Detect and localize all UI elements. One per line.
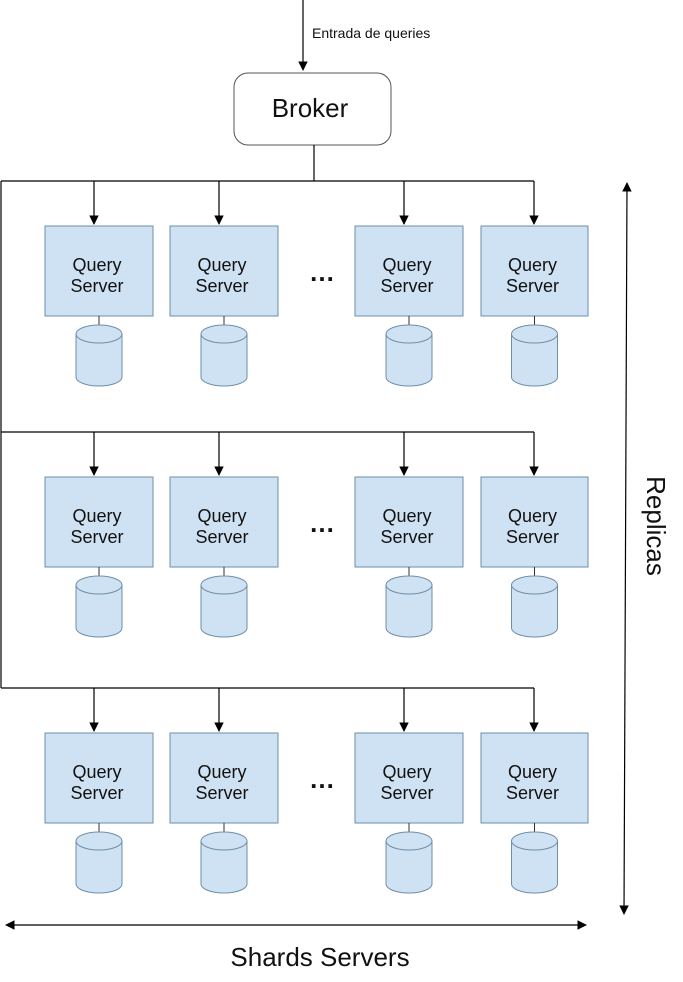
server-label: Server [195,276,248,296]
database-icon [385,575,433,638]
server-label: Server [380,276,433,296]
server-label: Server [506,783,559,803]
server-label: Server [195,527,248,547]
server-label: Query [72,506,121,526]
server-label: Query [382,762,431,782]
server-label: Server [195,783,248,803]
database-icon [385,831,433,894]
input-label: Entrada de queries [312,25,430,41]
replica-row: QueryServerQueryServerQueryServerQuerySe… [1,687,589,894]
database-icon [511,831,558,894]
server-label: Query [197,506,246,526]
database-icon [200,575,248,638]
broker-label: Broker [272,93,349,123]
database-icon [75,575,123,638]
server-label: Query [508,506,557,526]
server-label: Server [380,527,433,547]
server-label: Query [508,762,557,782]
server-label: Query [382,506,431,526]
server-label: Query [508,255,557,275]
server-label: Query [197,255,246,275]
server-label: Query [382,255,431,275]
database-icon [511,324,558,387]
database-icon [75,324,123,387]
database-icon [200,324,248,387]
ellipsis: … [309,508,335,538]
shards-label: Shards Servers [230,942,409,972]
server-label: Query [197,762,246,782]
server-label: Server [506,276,559,296]
server-label: Server [70,783,123,803]
broker-node: Broker [233,72,392,146]
server-label: Server [70,276,123,296]
ellipsis: … [309,764,335,794]
database-icon [511,575,558,638]
database-icon [75,831,123,894]
ellipsis: … [309,257,335,287]
replica-rows: QueryServerQueryServerQueryServerQuerySe… [1,180,589,894]
replicas-arrow [619,182,632,915]
database-icon [200,831,248,894]
server-label: Query [72,255,121,275]
server-label: Query [72,762,121,782]
server-label: Server [506,527,559,547]
replica-row: QueryServerQueryServerQueryServerQuerySe… [1,431,589,638]
server-label: Server [380,783,433,803]
replicas-label: Replicas [641,476,671,576]
server-label: Server [70,527,123,547]
replica-row: QueryServerQueryServerQueryServerQuerySe… [1,180,589,387]
database-icon [385,324,433,387]
